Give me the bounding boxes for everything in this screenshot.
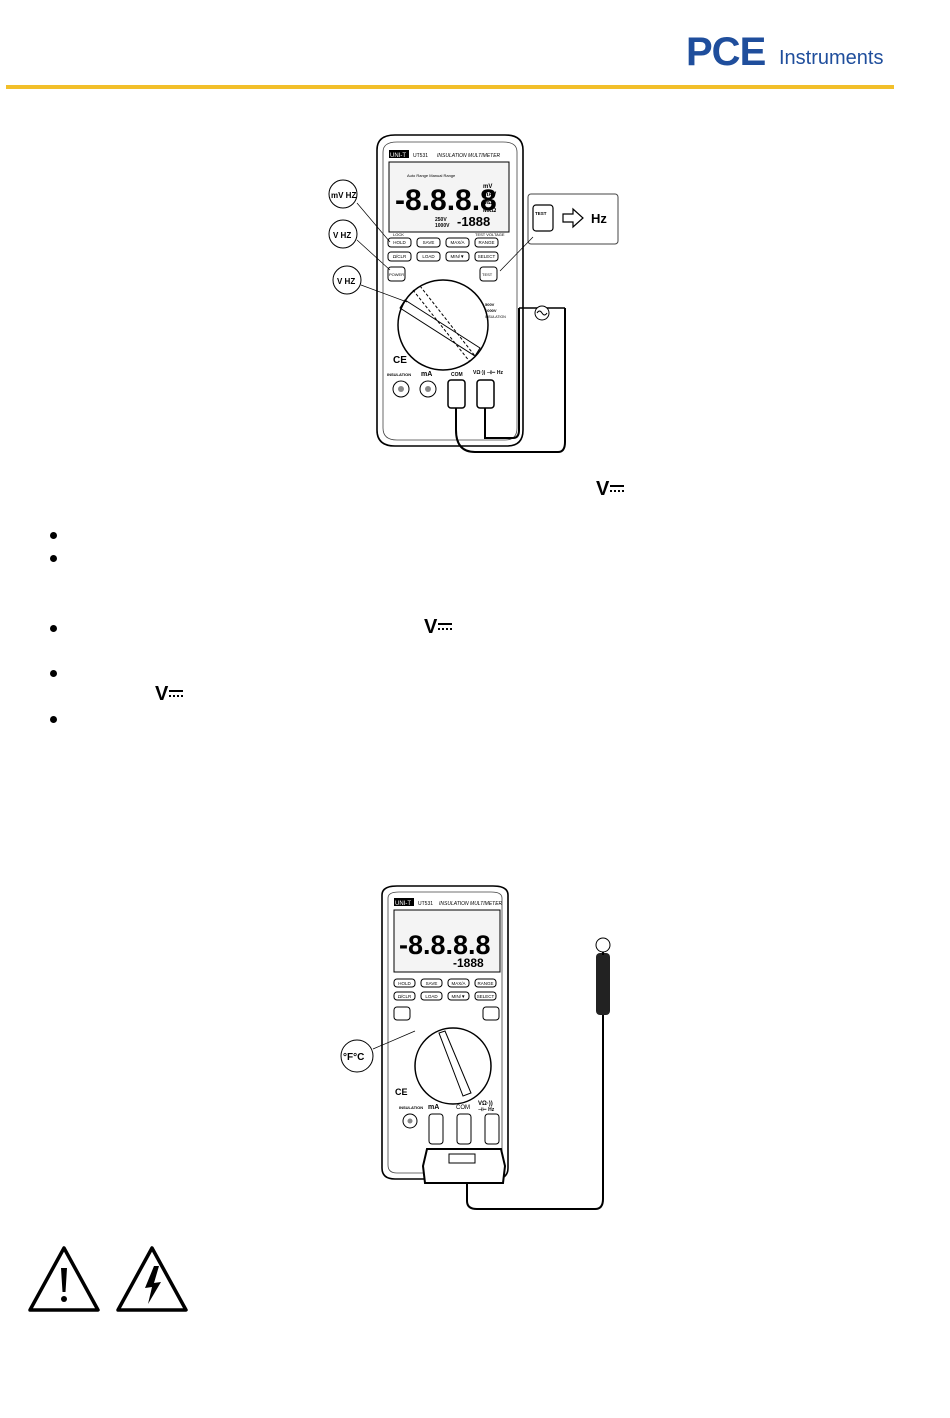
fig1-btn-load: LOAD [422,254,435,259]
bullet-3 [50,625,57,632]
fig1-callout-mv: mV HZ [331,191,356,200]
fig2-btn-range: RANGE [477,981,493,986]
warning-icons [28,1246,188,1312]
fig2-btn-clr: Ω/CLR [398,994,412,999]
fig1-btn-range: RANGE [478,240,494,245]
fig1-subtitle: INSULATION MULTIMETER [437,153,501,159]
fig2-lcd-digits: -8.8.8.8 [399,930,491,960]
header-rule [6,85,894,89]
fig2-btn-min: MIN/▼ [452,994,466,999]
fig2-btn-load: LOAD [425,994,438,999]
fig1-callout-vac: V HZ [337,277,355,286]
fig2-jack-ins: INSULATION [399,1105,423,1110]
bullet-1 [50,532,57,539]
fig1-btn-select: SELECT [478,254,496,259]
fig1-lcd-unit-4: MkΩ [483,208,496,214]
fig2-callout: °F°C [343,1052,364,1063]
fig1-test: TEST [482,272,493,277]
figure-multimeter-temperature: UNI-T UT531 INSULATION MULTIMETER -8.8.8… [340,885,611,1210]
fig1-dial-500v: 500V [485,302,495,307]
fig1-lcd-volt-2: 1000V [435,223,450,229]
fig1-lcd-unit-2: mAV [483,192,496,198]
fig2-jack-v: VΩ·)) [478,1101,493,1107]
figure-multimeter-voltage: UNI-T UT531 INSULATION MULTIMETER Auto R… [328,134,566,453]
fig1-lcd-unit-1: mV [483,184,492,190]
fig2-ce: CE [395,1087,408,1097]
fig2-btn-select: SELECT [477,994,495,999]
fig1-lcd-top: Auto Range Manual Range [407,173,456,178]
fig1-lcd-small: -1888 [457,214,490,229]
fig1-brand: UNI-T [390,153,406,159]
inset-pointer [499,236,534,272]
bullet-2 [50,555,57,562]
fig1-lcd-volt-1: 250V [435,217,447,223]
fig1-btn-hold: HOLD [393,240,406,245]
fig1-jack-com: COM [451,372,463,378]
high-voltage-triangle-icon [116,1246,188,1312]
inset-test-label: TEST [535,211,547,216]
fig2-subtitle: INSULATION MULTIMETER [439,901,503,907]
fig1-btn-max: MAX/A [450,240,464,245]
inset-hz: Hz [591,211,607,226]
fig2-jack-com: COM [456,1105,470,1111]
fig1-callout-v: V HZ [333,231,351,240]
fig1-dial-insulation: INSULATION [485,315,506,319]
fig1-lock-label: LOCK [393,232,404,237]
vdc-symbol-3: V [155,683,184,706]
inset-test-hz: TEST Hz [527,193,619,245]
fig2-btn-save: SAVE [426,981,438,986]
fig1-jack-ins: INSULATION [387,372,411,377]
fig2-btn-hold: HOLD [398,981,411,986]
fig1-lcd-digits: -8.8.8.8 [395,184,497,217]
fig1-power: POWER [389,272,404,277]
fig1-jack-v: VΩ·)) ⊣⊢ Hz [473,368,503,376]
fig1-model: UT531 [413,153,428,159]
fig2-brand: UNI-T [395,901,411,907]
fig1-dial-1000v: 1000V [485,308,497,313]
fig1-ce: CE [393,355,407,366]
fig1-test-voltage-label: TEST VOLTAGE [475,232,505,237]
fig2-btn-max: MAX/A [451,981,465,986]
fig1-btn-min: MIN/▼ [451,254,465,259]
fig2-model: UT531 [418,901,433,907]
fig1-btn-clr: Ω/CLR [393,254,407,259]
bullet-4 [50,670,57,677]
logo-suffix: Instruments [779,47,884,69]
fig2-lcd-small: -1888 [453,956,484,970]
bullet-5 [50,716,57,723]
logo-brand: PCE [686,30,766,74]
vdc-symbol-1: V [596,478,625,501]
fig2-jack-ma: mA [428,1104,439,1111]
fig1-btn-save: SAVE [423,240,435,245]
vdc-symbol-2: V [424,616,453,639]
fig2-jack-hz: ⊣⊢ Hz [478,1105,495,1113]
fig1-jack-ma: mA [421,371,432,378]
caution-triangle-icon [28,1246,100,1312]
fig1-lcd-unit-3: MΩ [483,200,493,206]
